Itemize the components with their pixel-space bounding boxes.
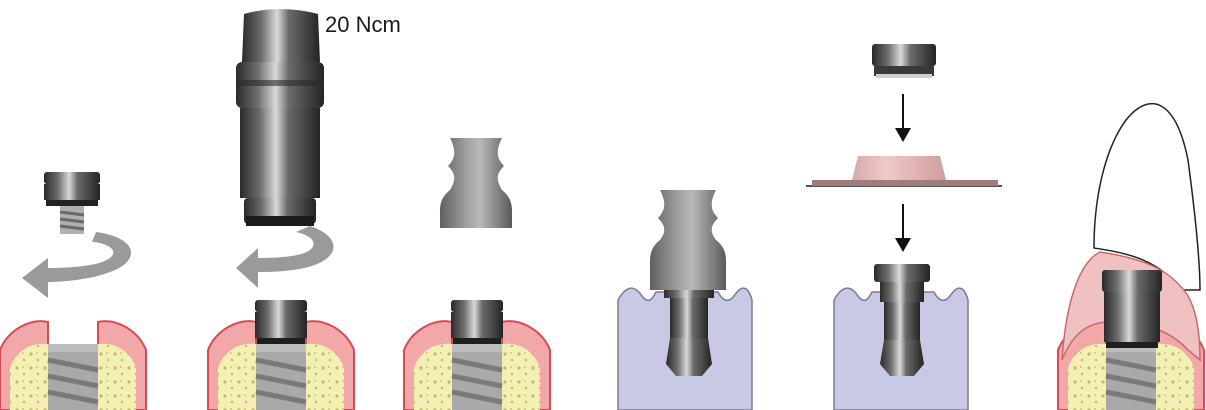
impression-coping [440,138,512,228]
step-screw-placement [0,172,146,410]
step-impression-coping [404,138,550,410]
cap [872,44,936,78]
crown-base [806,156,1002,186]
final-abutment [1102,270,1162,348]
step-cap-and-lab-analog [806,44,1002,410]
gingiva-bone-section [0,321,146,410]
rotation-arrow [236,226,334,288]
step-abutment-torque [208,9,354,410]
abutment [451,300,503,344]
abutment [255,300,307,344]
down-arrow [895,94,911,142]
torque-wrench [236,9,324,226]
lab-analog [664,278,714,376]
down-arrow [895,204,911,252]
impression-coping [650,190,726,290]
step-final-crown [1058,104,1204,410]
healing-screw [44,172,100,234]
step-impression-in-model [618,190,752,410]
rotation-arrow [22,232,131,298]
